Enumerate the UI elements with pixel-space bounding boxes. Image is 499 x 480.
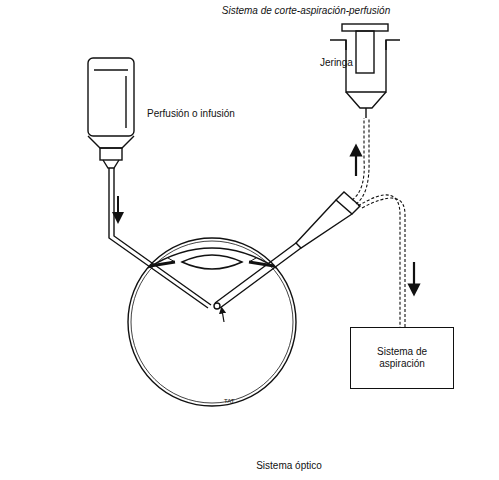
part-label: Perfusión o infusión — [147, 108, 235, 120]
eye — [128, 238, 296, 406]
aspiration-tubing — [352, 118, 405, 327]
flow-arrow — [355, 150, 357, 176]
signature: TAT — [224, 398, 234, 405]
vitrectomy-handpiece — [214, 192, 360, 309]
diagram-title: Sistema de corte-aspiración-perfusión — [222, 5, 390, 17]
flow-arrow — [222, 310, 224, 322]
diagram-caption: Sistema óptico — [256, 460, 322, 472]
infusion-tube — [109, 168, 211, 308]
flow-arrow — [117, 196, 119, 218]
syringe — [330, 24, 400, 118]
box-label: Sistema de aspiración — [365, 346, 439, 371]
infusion-bottle — [88, 58, 134, 168]
part-label: Jeringa — [320, 57, 353, 69]
process-box: Sistema de aspiración — [350, 327, 454, 389]
flow-arrow — [413, 262, 415, 290]
